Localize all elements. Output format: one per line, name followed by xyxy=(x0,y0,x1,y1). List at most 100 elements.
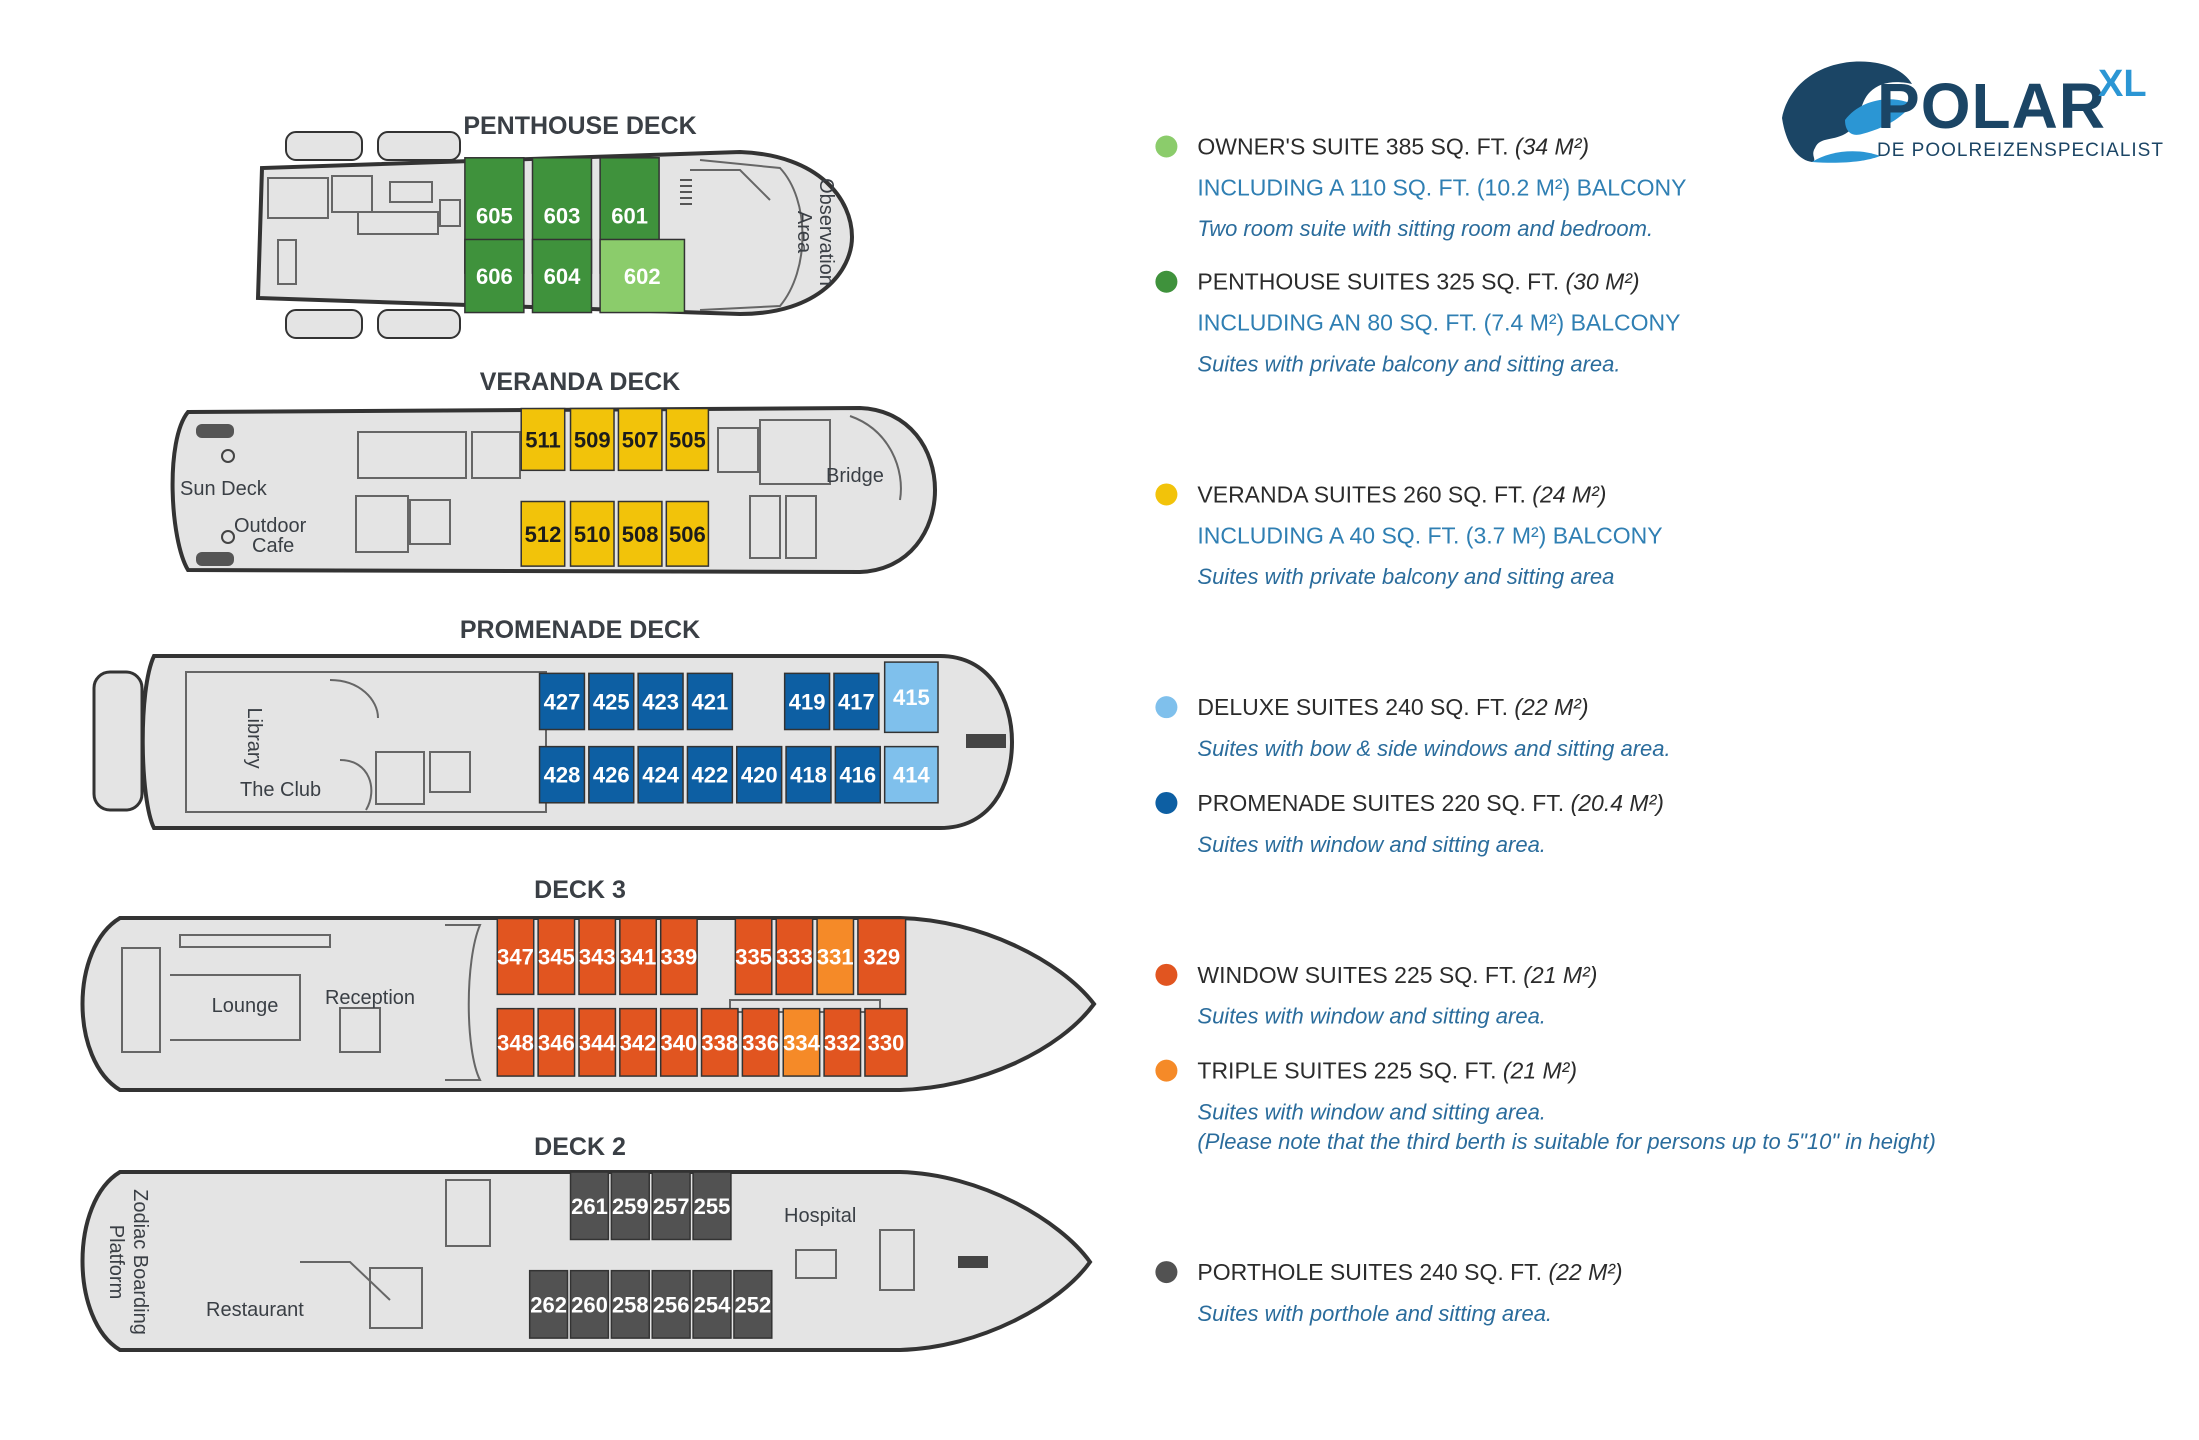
legend-description: Suites with private balcony and sitting … xyxy=(1197,564,1614,589)
cabin-number: 348 xyxy=(497,1030,534,1055)
cabin-506 xyxy=(665,500,710,567)
table-icon xyxy=(221,449,235,463)
cabin-344 xyxy=(578,1007,617,1077)
cabin-number: 332 xyxy=(824,1030,861,1055)
suite-legend: OWNER'S SUITE 385 SQ. FT. (34 M²) INCLUDI… xyxy=(1155,134,1936,1326)
cabin-number: 258 xyxy=(612,1292,649,1317)
tender-boat xyxy=(92,670,144,812)
cabin-number: 424 xyxy=(642,763,679,788)
cabin-number: 330 xyxy=(868,1030,905,1055)
cabin-number: 427 xyxy=(544,689,581,714)
cabin-343 xyxy=(578,917,617,996)
cabin-426 xyxy=(588,745,635,804)
stairs-icon xyxy=(680,179,692,205)
legend-area: (22 M²) xyxy=(1514,694,1588,720)
legend-description: Suites with porthole and sitting area. xyxy=(1197,1301,1552,1326)
cabin-number: 347 xyxy=(497,944,534,969)
cabin-415 xyxy=(883,661,939,734)
cabin-419 xyxy=(783,672,831,731)
deck-hull xyxy=(170,405,938,575)
legend-item-deluxe: DELUXE SUITES 240 SQ. FT. (22 M²)Suites … xyxy=(1155,694,1671,761)
area-label: Cafe xyxy=(252,535,294,557)
cabin-346 xyxy=(537,1007,576,1077)
legend-description: Suites with private balcony and sitting … xyxy=(1197,351,1620,376)
legend-description: Suites with window and sitting area. xyxy=(1197,1004,1546,1029)
deck-fixtures xyxy=(300,1179,915,1329)
deck-hull xyxy=(80,1170,1093,1352)
legend-description: Suites with window and sitting area. xyxy=(1197,1099,1546,1124)
cabin-508 xyxy=(617,500,663,567)
cabin-336 xyxy=(741,1007,780,1077)
deck-2: DECK 2 Zodiac Boarding Platform Restaura… xyxy=(80,1133,1093,1352)
cabin-number: 342 xyxy=(620,1030,657,1055)
cabin-number: 333 xyxy=(776,944,813,969)
cabin-416 xyxy=(834,745,882,804)
legend-area: (24 M²) xyxy=(1532,481,1606,507)
cabin-number: 418 xyxy=(790,763,827,788)
cabin-333 xyxy=(775,917,814,996)
legend-swatch xyxy=(1155,696,1178,719)
cabin-334 xyxy=(782,1007,821,1077)
legend-item-triple: TRIPLE SUITES 225 SQ. FT. (21 M²) Suites … xyxy=(1155,1058,1936,1154)
cabin-number: 421 xyxy=(692,689,729,714)
cabin-329 xyxy=(857,917,907,996)
area-label: Bridge xyxy=(826,465,884,487)
cabin-number: 506 xyxy=(669,522,706,547)
cabin-423 xyxy=(637,672,684,731)
deck-title: PROMENADE DECK xyxy=(460,616,700,644)
cabin-number: 603 xyxy=(544,203,581,228)
cabin-number: 417 xyxy=(838,689,875,714)
cabin-number: 510 xyxy=(574,522,611,547)
legend-item-promenade: PROMENADE SUITES 220 SQ. FT. (20.4 M²)Su… xyxy=(1155,790,1664,857)
area-label: Library xyxy=(243,707,265,768)
cabin-330 xyxy=(864,1007,908,1077)
cabin-604 xyxy=(531,238,593,314)
legend-swatch xyxy=(1155,483,1178,506)
cabin-number: 255 xyxy=(694,1194,731,1219)
legend-title: WINDOW SUITES 225 SQ. FT. (21 M²) xyxy=(1197,962,1597,988)
cabin-331 xyxy=(816,917,855,996)
area-label: Platform xyxy=(105,1225,127,1299)
legend-title: TRIPLE SUITES 225 SQ. FT. (21 M²) xyxy=(1197,1058,1577,1084)
legend-description: Two room suite with sitting room and bed… xyxy=(1197,216,1653,241)
cabin-348 xyxy=(496,1007,535,1077)
cabin-number: 331 xyxy=(817,944,854,969)
lifeboat xyxy=(285,131,363,161)
legend-title: OWNER'S SUITE 385 SQ. FT. (34 M²) xyxy=(1197,134,1589,160)
cabin-number: 428 xyxy=(544,763,581,788)
area-label: Observation xyxy=(815,178,837,286)
cabin-number: 346 xyxy=(538,1030,575,1055)
deck-title: VERANDA DECK xyxy=(480,368,680,396)
deck-fixtures xyxy=(185,671,547,813)
polarxl-logo: POLAR XL DE POOLREIZENSPECIALIST xyxy=(1782,61,2163,163)
brand-name: POLAR xyxy=(1877,70,2106,142)
lifeboat xyxy=(196,552,234,566)
cabin-number: 422 xyxy=(692,763,729,788)
deck-title: PENTHOUSE DECK xyxy=(463,112,696,140)
legend-area: (30 M²) xyxy=(1565,269,1639,295)
legend-area: (20.4 M²) xyxy=(1571,790,1664,816)
cabin-424 xyxy=(637,745,684,804)
legend-balcony: INCLUDING AN 80 SQ. FT. (7.4 M²) BALCONY xyxy=(1197,310,1680,336)
legend-swatch xyxy=(1155,963,1178,986)
legend-swatch xyxy=(1155,1261,1178,1284)
cabin-417 xyxy=(833,672,880,731)
cabin-602 xyxy=(599,238,686,314)
cabin-number: 254 xyxy=(694,1292,731,1317)
cabin-number: 601 xyxy=(611,203,648,228)
cabin-number: 602 xyxy=(624,264,661,289)
cabin-421 xyxy=(686,672,734,731)
cabin-428 xyxy=(538,745,586,804)
cabin-507 xyxy=(617,407,663,472)
legend-title: DELUXE SUITES 240 SQ. FT. (22 M²) xyxy=(1197,694,1588,720)
cabin-number: 343 xyxy=(579,944,616,969)
area-label: Outdoor xyxy=(234,515,307,537)
cabin-number: 511 xyxy=(525,427,561,452)
